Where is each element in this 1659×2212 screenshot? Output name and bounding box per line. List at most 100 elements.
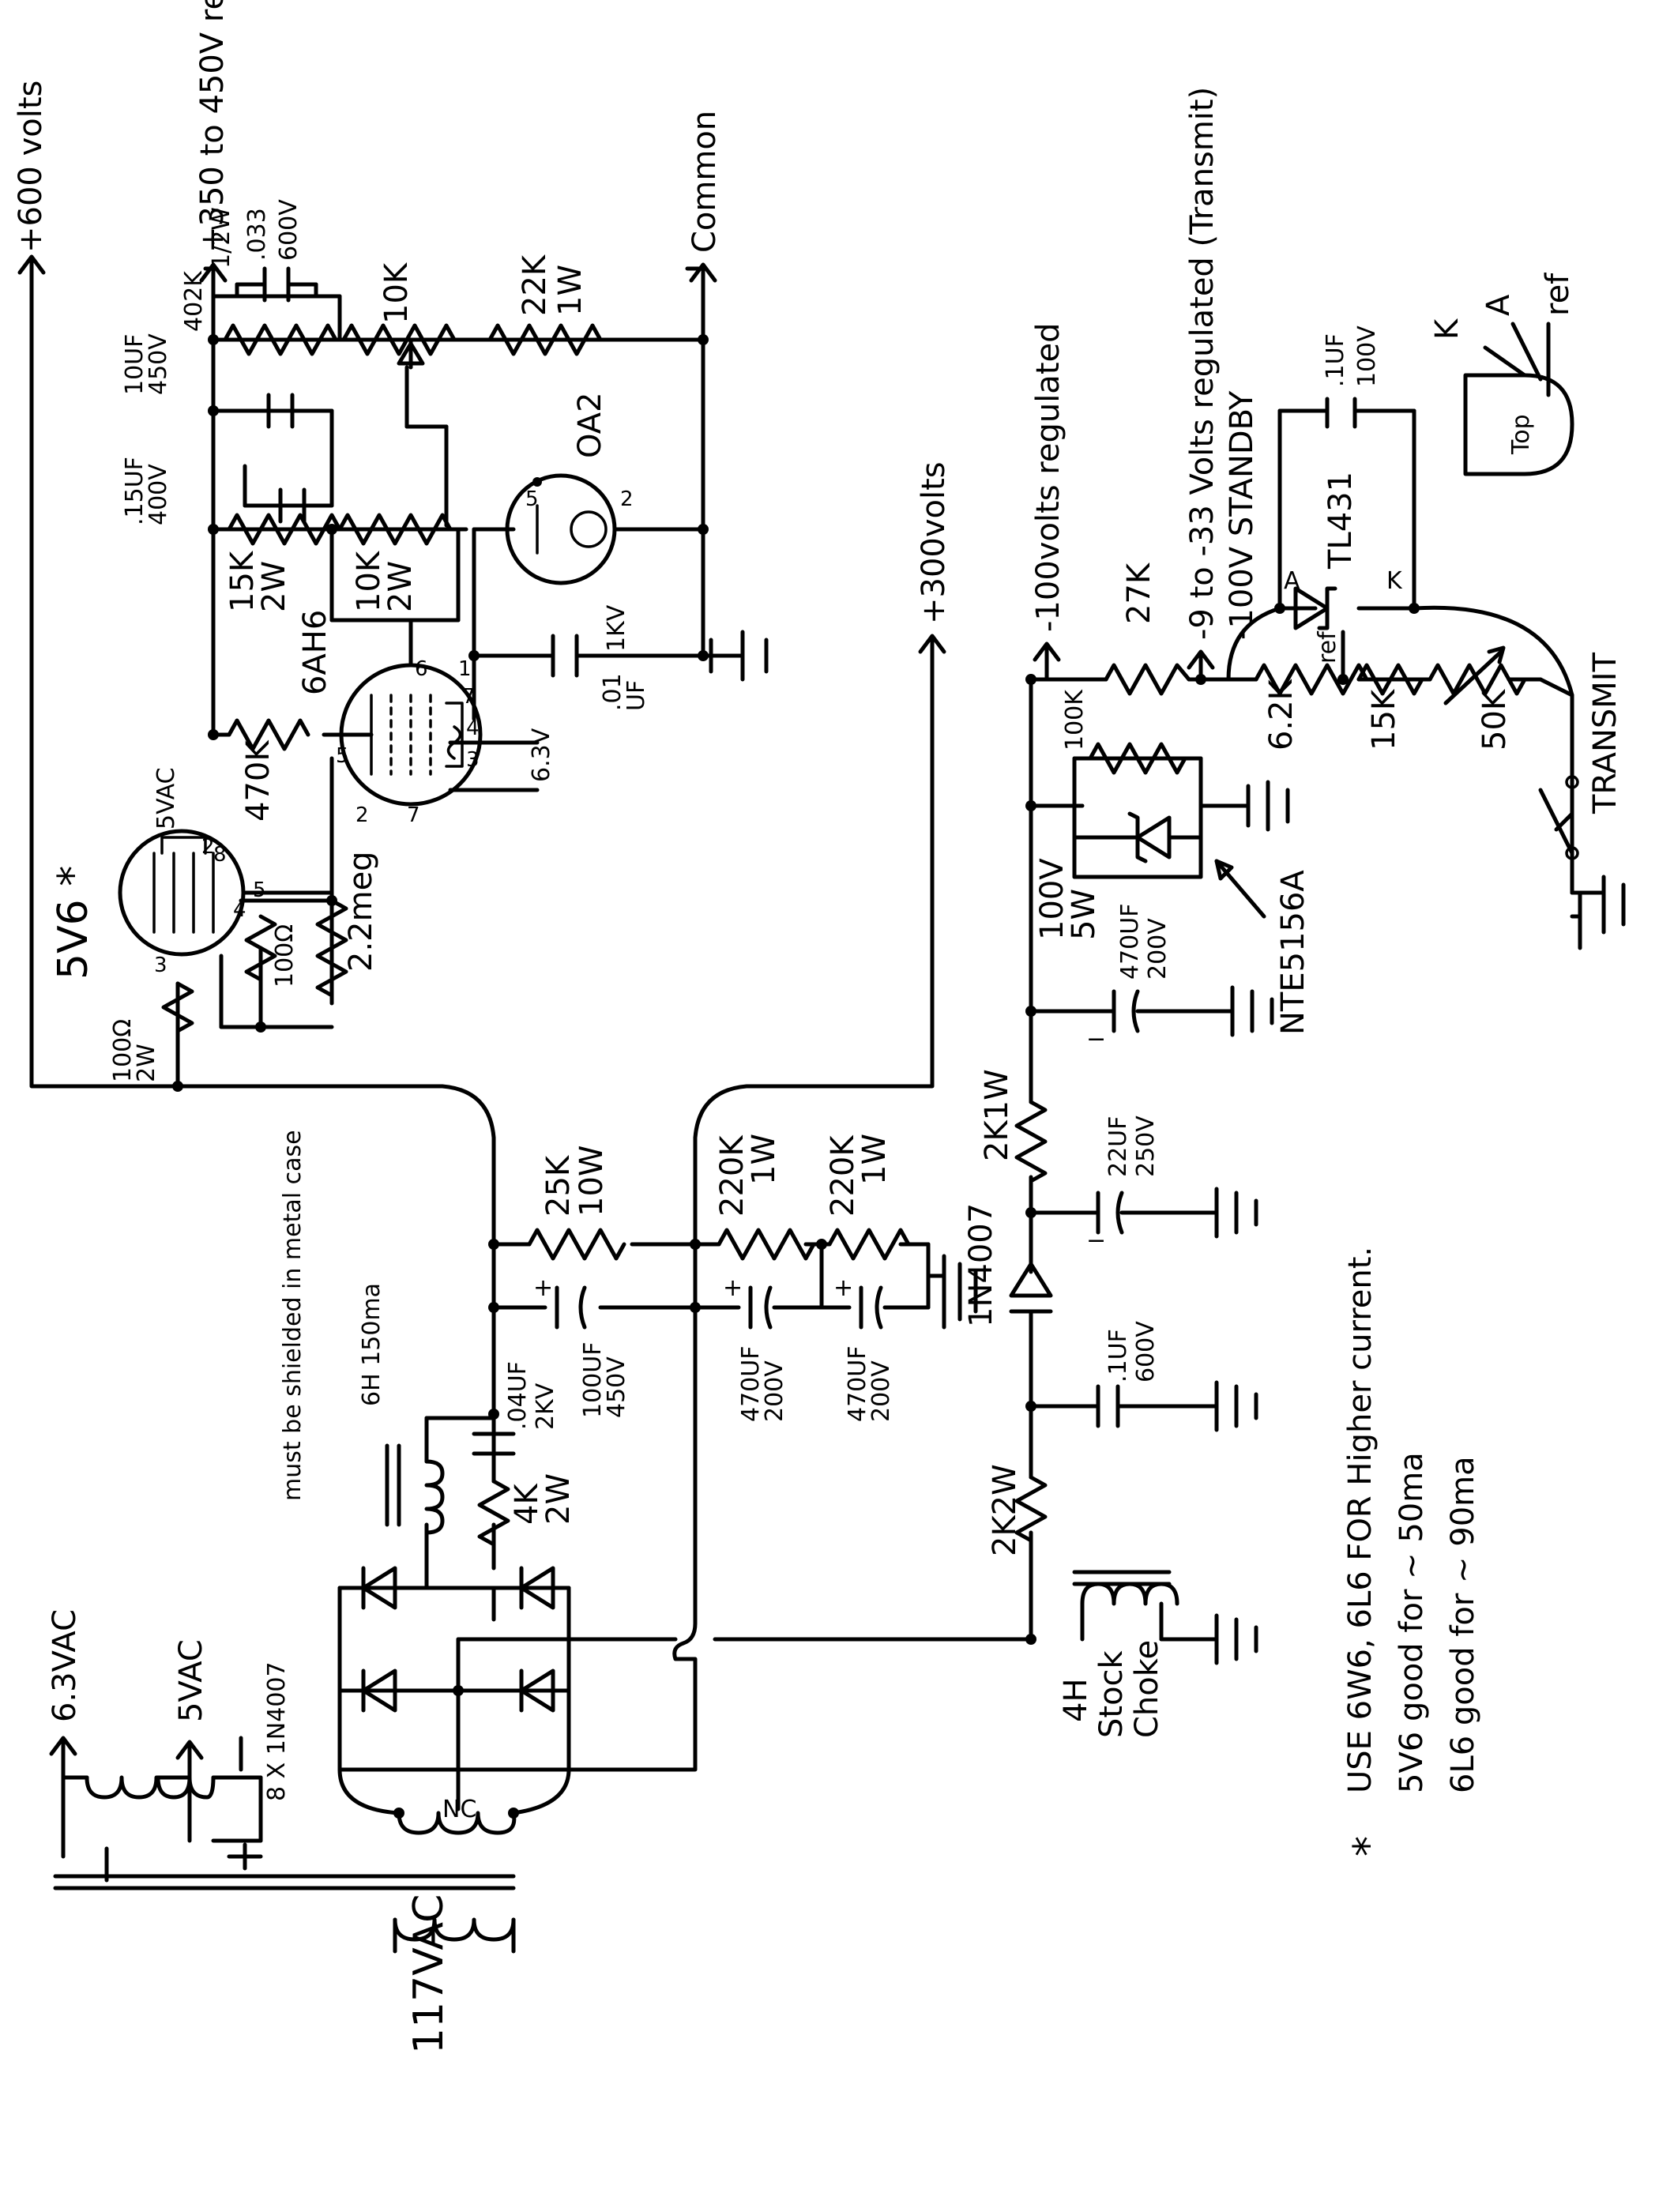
pins-0-label: 2	[201, 835, 215, 859]
pins-7-label: 7	[462, 685, 476, 709]
choke-6h	[424, 1459, 445, 1535]
rail-117vac-label: 117VAC	[405, 1894, 453, 2054]
shield-note: must be shielded in metal case	[279, 1130, 307, 1501]
components-z100v-label: 100V	[1034, 858, 1070, 940]
components-r100a_w-label: 2W	[133, 1044, 160, 1082]
ground-symbols	[227, 630, 1626, 1871]
resistor-2k-1w	[1014, 1100, 1048, 1183]
components-r10k_w-label: 2W	[382, 561, 419, 612]
components-pin_k-label: K	[1429, 318, 1465, 340]
components-r62k-label: 6.2K	[1263, 678, 1300, 750]
resistor-220k-b	[827, 1228, 911, 1261]
ground-switch	[1570, 875, 1626, 950]
components-r15k2-label: 15K	[1366, 688, 1402, 750]
components-r470k-label: 470K	[240, 739, 276, 822]
components-r402k_w-label: 1/2W	[208, 207, 235, 269]
components-c470a_v-label: 200V	[761, 1360, 788, 1422]
pins-6-label: 1	[458, 657, 472, 681]
components-r220k2_w-label: 1W	[856, 1134, 893, 1185]
resistor-25k-10w	[527, 1228, 626, 1261]
transformer-primary	[393, 1917, 516, 1942]
components-r100a-label: 100Ω	[109, 1019, 137, 1082]
rail-5vac-label: 5VAC	[173, 1639, 209, 1722]
components-tl_k-label: K	[1386, 567, 1403, 595]
potentiometer-50k	[1428, 663, 1527, 696]
note-star: *	[1345, 1836, 1393, 1856]
vacuum-tubes	[118, 473, 617, 957]
components-r22k_w-label: 1W	[552, 265, 589, 316]
svg-text:+: +	[833, 1274, 853, 1302]
components-pot10k-label: 10K	[378, 261, 415, 324]
resistor-100-ohm-2w	[161, 981, 194, 1033]
ground-22uf	[1214, 1187, 1258, 1239]
components-nc-label: NC	[442, 1796, 476, 1823]
tube-oa2-label: OA2	[572, 392, 608, 458]
components-c15uf-label: .15UF	[121, 457, 149, 525]
svg-text:+: +	[533, 1274, 553, 1302]
components-c10uf_v-label: 450V	[145, 333, 172, 395]
components-d1n4007-label: 1N4007	[963, 1203, 999, 1327]
resistor-2-2meg	[315, 898, 348, 998]
components-c22uf_v-label: 250V	[1132, 1115, 1160, 1177]
components-c15uf_v-label: 400V	[145, 464, 172, 525]
resistor-100-ohm	[244, 914, 277, 982]
tube-oa2	[505, 473, 617, 585]
transformer-hv-secondary	[397, 1811, 517, 1835]
components-choke4h_l2-label: Stock	[1093, 1650, 1130, 1738]
components-c1uf100_v-label: 100V	[1353, 325, 1381, 387]
components-c04_v-label: 2KV	[532, 1382, 559, 1430]
rail-bias-range-label: -9 to -33 Volts regulated (Transmit)	[1184, 87, 1221, 640]
zener-100v	[1135, 815, 1172, 860]
rail-plus300-label: +300volts	[916, 461, 952, 624]
pins-9-label: 4	[466, 717, 480, 740]
diode-bridge-2	[519, 1566, 555, 1610]
components-r2k2w-label: 2K2W	[987, 1464, 1023, 1556]
tube-6ah6-label: 6AH6	[297, 610, 333, 695]
resistor-2k-2w	[1014, 1475, 1048, 1543]
components-choke4h_l3-label: Choke	[1129, 1640, 1165, 1738]
components-diodes_note-label: 8 X 1N4007	[263, 1661, 291, 1801]
components-tl_ref-label: ref	[1314, 630, 1341, 664]
resistor-22k	[487, 323, 603, 356]
components-c04-label: .04UF	[504, 1361, 532, 1430]
components-tl_a-label: A	[1284, 567, 1300, 595]
note-line-3: 6L6 good for ~ 90ma	[1445, 1456, 1481, 1793]
components-c22uf-label: 22UF	[1104, 1116, 1132, 1177]
diodes	[337, 586, 1337, 1713]
transmit-label: TRANSMIT	[1587, 652, 1623, 814]
ground-common	[701, 630, 769, 682]
pins-2-label: 5	[253, 878, 266, 902]
ground-filament	[227, 1736, 263, 1871]
pins-11-label: 7	[407, 803, 420, 827]
resistor-402k	[223, 323, 338, 356]
zener-part-label: NTE5156A	[1275, 870, 1311, 1035]
junction-dots	[172, 334, 1420, 1819]
ground-1uf	[1214, 1380, 1258, 1432]
resistor-6-2k	[1254, 663, 1369, 696]
heater-voltage-label: 6.3V	[528, 728, 555, 782]
components-c100uf_v-label: 450V	[603, 1356, 630, 1418]
resistors	[161, 323, 1527, 1547]
labels: +600 volts +350 to 450V regulated Common…	[13, 0, 1623, 2054]
svg-text:−: −	[1086, 1025, 1106, 1053]
resistor-100k	[1088, 742, 1187, 775]
pins-10-label: 5	[336, 744, 349, 768]
components-c100uf-label: 100UF	[579, 1342, 607, 1418]
rail-plus600-label: +600 volts	[13, 81, 49, 253]
components-pin_a-label: A	[1480, 294, 1517, 316]
pins-4-label: 3	[154, 954, 167, 977]
components-r27k-label: 27K	[1121, 562, 1157, 624]
tl431-pinout	[1463, 322, 1574, 476]
pins-14-label: 2	[620, 487, 634, 511]
rail-common-label: Common	[687, 111, 723, 253]
ground-choke	[1159, 1613, 1258, 1665]
pins-3-label: 4	[233, 898, 246, 922]
output-arrows	[17, 254, 1215, 1760]
diode-bridge-1	[361, 1566, 397, 1610]
components-r4k_w-label: 2W	[540, 1473, 577, 1525]
components-r15k-label: 15K	[224, 550, 261, 612]
pins-12-label: 2	[356, 803, 369, 827]
components-r100k-label: 100K	[1061, 689, 1089, 750]
components-c470b-label: 470UF	[844, 1346, 871, 1422]
